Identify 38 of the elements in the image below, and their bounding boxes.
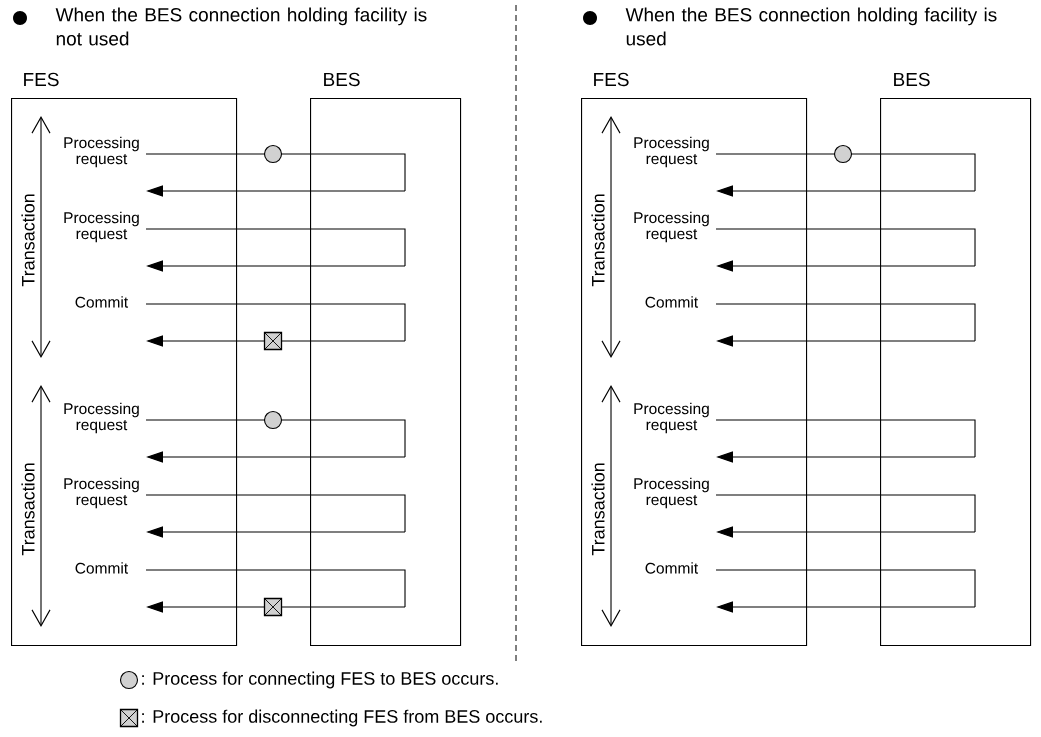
bes-box: BES — [880, 72, 1032, 647]
transaction-label: Transaction — [590, 192, 606, 288]
message-label: Processing request — [64, 136, 139, 168]
message-label: Commit — [645, 562, 698, 574]
message-line — [145, 419, 406, 458]
bes-box: BES — [310, 72, 462, 647]
message-line — [715, 569, 976, 608]
transaction-label: Transaction — [590, 461, 606, 557]
legend-text: : Process for connecting FES to BES occurs. — [142, 671, 498, 689]
message-line — [145, 228, 406, 267]
message-line — [715, 494, 976, 533]
message-label: Processing request — [64, 402, 139, 434]
node-label: FES — [594, 72, 629, 87]
message-label: Processing request — [64, 477, 139, 509]
message-line — [715, 228, 976, 267]
message-line — [145, 153, 406, 192]
message-line — [715, 419, 976, 458]
message-label: Processing request — [634, 477, 709, 509]
node-label: FES — [24, 72, 59, 87]
message-line — [145, 494, 406, 533]
message-label: Commit — [75, 296, 128, 308]
message-line — [145, 569, 406, 608]
node-label: BES — [894, 72, 930, 87]
transaction-label: Transaction — [20, 461, 36, 557]
message-label: Processing request — [64, 211, 139, 243]
message-line — [715, 153, 976, 192]
message-label: Processing request — [634, 402, 709, 434]
message-line — [145, 303, 406, 342]
transaction-label: Transaction — [20, 192, 36, 288]
node-label: BES — [324, 72, 360, 87]
message-label: Commit — [645, 296, 698, 308]
message-line — [715, 303, 976, 342]
legend-text: : Process for disconnecting FES from BES occurs. — [142, 709, 542, 727]
heading: When the BES connection holding facility is used — [625, 7, 997, 46]
heading: When the BES connection holding facility is not used — [55, 7, 427, 46]
message-label: Commit — [75, 562, 128, 574]
message-label: Processing request — [634, 136, 709, 168]
message-label: Processing request — [634, 211, 709, 243]
